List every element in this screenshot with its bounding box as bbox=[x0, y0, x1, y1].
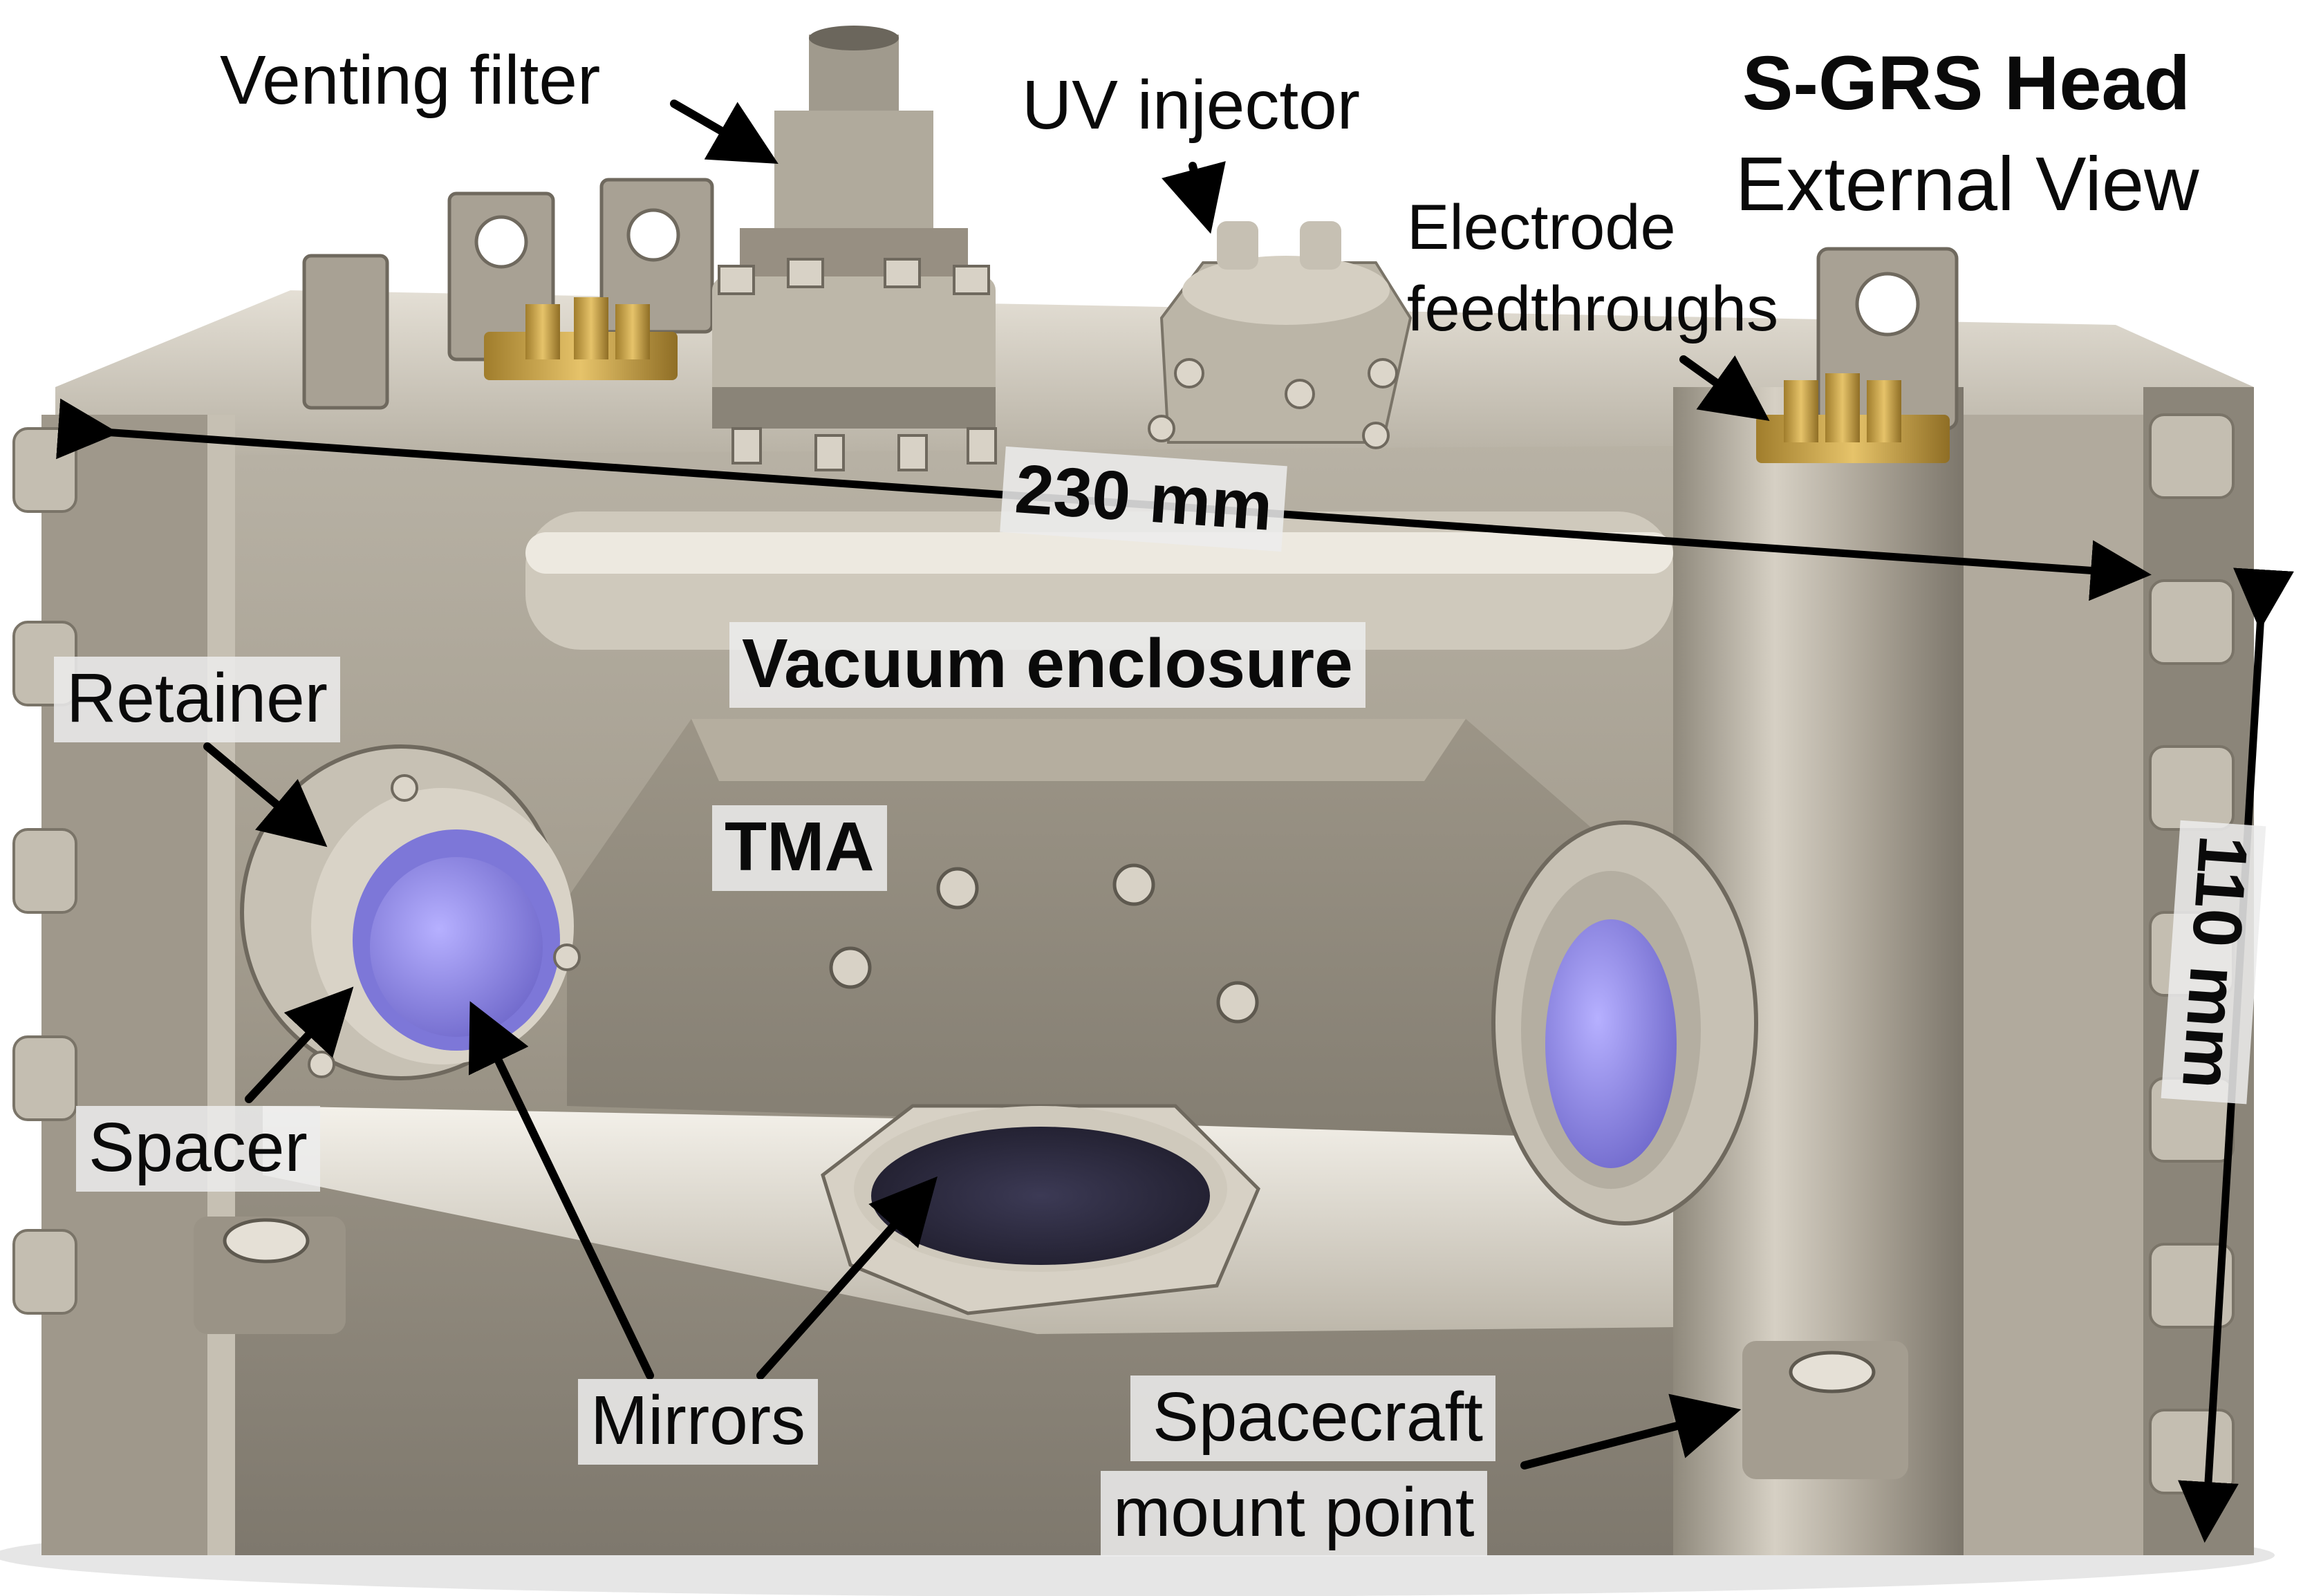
arrow-mirrors-left bbox=[468, 1001, 654, 1380]
arrow-uv-injector bbox=[1162, 161, 1226, 234]
bottom-mirror-assembly bbox=[821, 1104, 1260, 1315]
label-mount-line1: Spacecraft bbox=[1130, 1376, 1496, 1461]
tma-screws bbox=[829, 863, 1259, 1024]
right-mirror-assembly bbox=[1491, 820, 1758, 1226]
label-mount-line2: mount point bbox=[1101, 1471, 1487, 1557]
label-venting-filter: Venting filter bbox=[220, 41, 601, 119]
label-uv-injector: UV injector bbox=[1022, 66, 1361, 144]
bottom-mirror bbox=[871, 1127, 1210, 1265]
arrow-electrode bbox=[1679, 355, 1770, 421]
arrow-mirrors-bottom bbox=[756, 1176, 938, 1380]
label-electrode-line2: feedthroughs bbox=[1407, 274, 1779, 344]
arrow-venting-filter bbox=[670, 100, 779, 164]
arrow-mount bbox=[1520, 1393, 1742, 1470]
uv-injector bbox=[1148, 221, 1413, 449]
title-line1: S-GRS Head bbox=[1742, 41, 2190, 126]
venting-filter bbox=[712, 26, 997, 471]
title-line2: External View bbox=[1735, 142, 2199, 227]
left-mirror bbox=[370, 857, 543, 1037]
arrow-spacer bbox=[245, 986, 354, 1103]
label-retainer: Retainer bbox=[54, 657, 340, 742]
label-vacuum-enclosure: Vacuum enclosure bbox=[729, 622, 1365, 708]
mount-points bbox=[194, 1217, 1908, 1479]
arrow-retainer bbox=[203, 742, 328, 847]
label-mirrors: Mirrors bbox=[578, 1379, 819, 1465]
label-electrode-line1: Electrode bbox=[1407, 192, 1676, 263]
label-tma: TMA bbox=[712, 805, 887, 891]
callout-arrows bbox=[203, 100, 1770, 1470]
top-brackets bbox=[302, 178, 1959, 431]
right-mirror bbox=[1545, 919, 1677, 1168]
label-spacer: Spacer bbox=[76, 1106, 320, 1192]
